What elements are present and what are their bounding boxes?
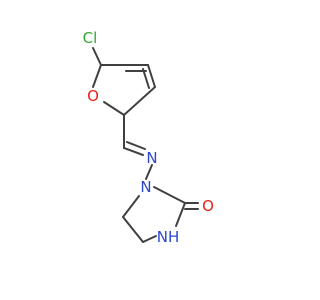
molecule-structure: Cl O N N O NH	[83, 29, 214, 246]
ring-nitrogen-atom-label: N	[140, 178, 151, 196]
bond-n3-c2	[175, 202, 186, 227]
atom-labels: Cl O N N O NH	[83, 29, 214, 246]
bond-c3-c2-inner	[142, 68, 150, 89]
furan-oxygen-atom-label: O	[87, 87, 99, 105]
bond-n1-c2	[153, 186, 186, 204]
imine-nitrogen-atom-label: N	[146, 149, 157, 167]
bond-c2-c3	[123, 86, 156, 116]
bonds	[92, 47, 199, 243]
bond-ch-n-double	[126, 141, 146, 150]
nh-atom-label: NH	[157, 228, 180, 246]
bond-c4-n3	[142, 235, 157, 243]
bond-n1-c5	[122, 195, 140, 218]
bond-c5-c4	[122, 216, 144, 243]
bond-c3-c2	[147, 64, 156, 88]
bond-n-n	[145, 164, 153, 180]
bond-o-c2	[103, 101, 125, 116]
bond-ch-n	[123, 147, 144, 156]
carbonyl-oxygen-atom-label: O	[202, 197, 214, 215]
chlorine-atom-label: Cl	[83, 29, 98, 47]
bond-c5-cl	[92, 47, 102, 66]
bond-c5-o	[92, 64, 102, 88]
